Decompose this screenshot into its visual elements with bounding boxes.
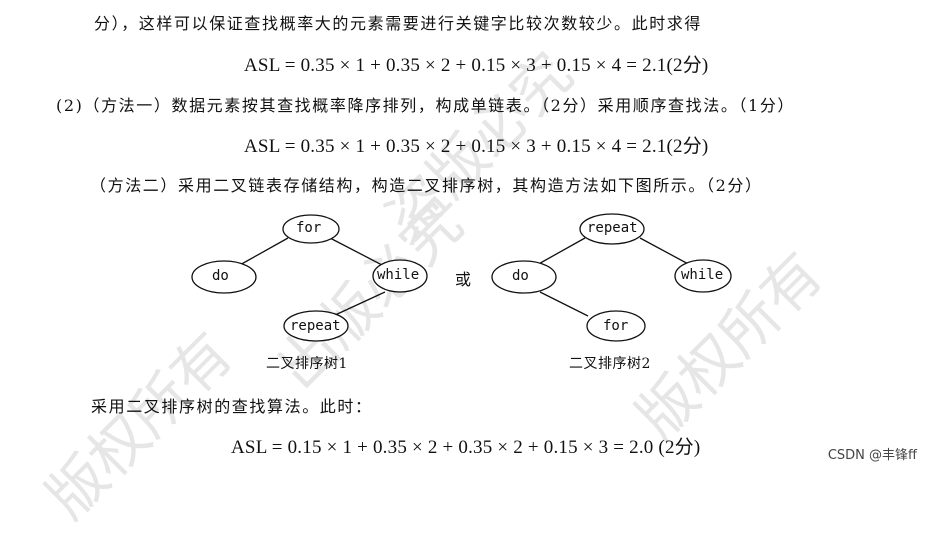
tree1-label-do: do (212, 268, 229, 284)
tree2-node-while (674, 259, 732, 293)
tree2-node-do (491, 260, 557, 294)
tree2-node-for (586, 310, 646, 342)
tree1-label-repeat: repeat (290, 318, 341, 334)
tree2-label-for: for (603, 318, 629, 334)
paragraph-line-1: 分），这样可以保证查找概率大的元素需要进行关键字比较次数较少。此时求得 (94, 14, 703, 33)
binary-sort-trees-figure (191, 213, 732, 342)
tree2-label-do: do (512, 268, 529, 284)
tree1-node-do (191, 260, 257, 294)
tree1-label-for: for (296, 220, 322, 236)
paragraph-line-3: （方法二）采用二叉链表存储结构，构造二叉排序树，其构造方法如下图所示。（2分） (90, 176, 763, 195)
tree1-label-while: while (377, 267, 420, 283)
paragraph-line-4: 采用二叉排序树的查找算法。此时： (91, 397, 373, 416)
or-label: 或 (455, 270, 473, 289)
tree2-label-repeat: repeat (587, 220, 638, 236)
asl-formula-3: ASL = 0.15 × 1 + 0.35 × 2 + 0.35 × 2 + 0… (231, 437, 701, 458)
tree2-node-repeat (579, 213, 645, 245)
paragraph-line-2: (2)（方法一）数据元素按其查找概率降序排列，构成单链表。（2分）采用顺序查找法… (56, 96, 796, 115)
tree1-caption: 二叉排序树1 (266, 356, 348, 372)
tree1-node-for (282, 214, 340, 244)
asl-formula-1: ASL = 0.35 × 1 + 0.35 × 2 + 0.15 × 3 + 0… (244, 55, 709, 76)
tree1-node-while (372, 259, 428, 293)
source-credit: CSDN @丰锋ff (827, 448, 917, 463)
tree2-label-while: while (681, 267, 724, 283)
tree1-node-repeat (283, 310, 349, 342)
tree2-caption: 二叉排序树2 (569, 356, 651, 372)
asl-formula-2: ASL = 0.35 × 1 + 0.35 × 2 + 0.15 × 3 + 0… (244, 136, 709, 157)
